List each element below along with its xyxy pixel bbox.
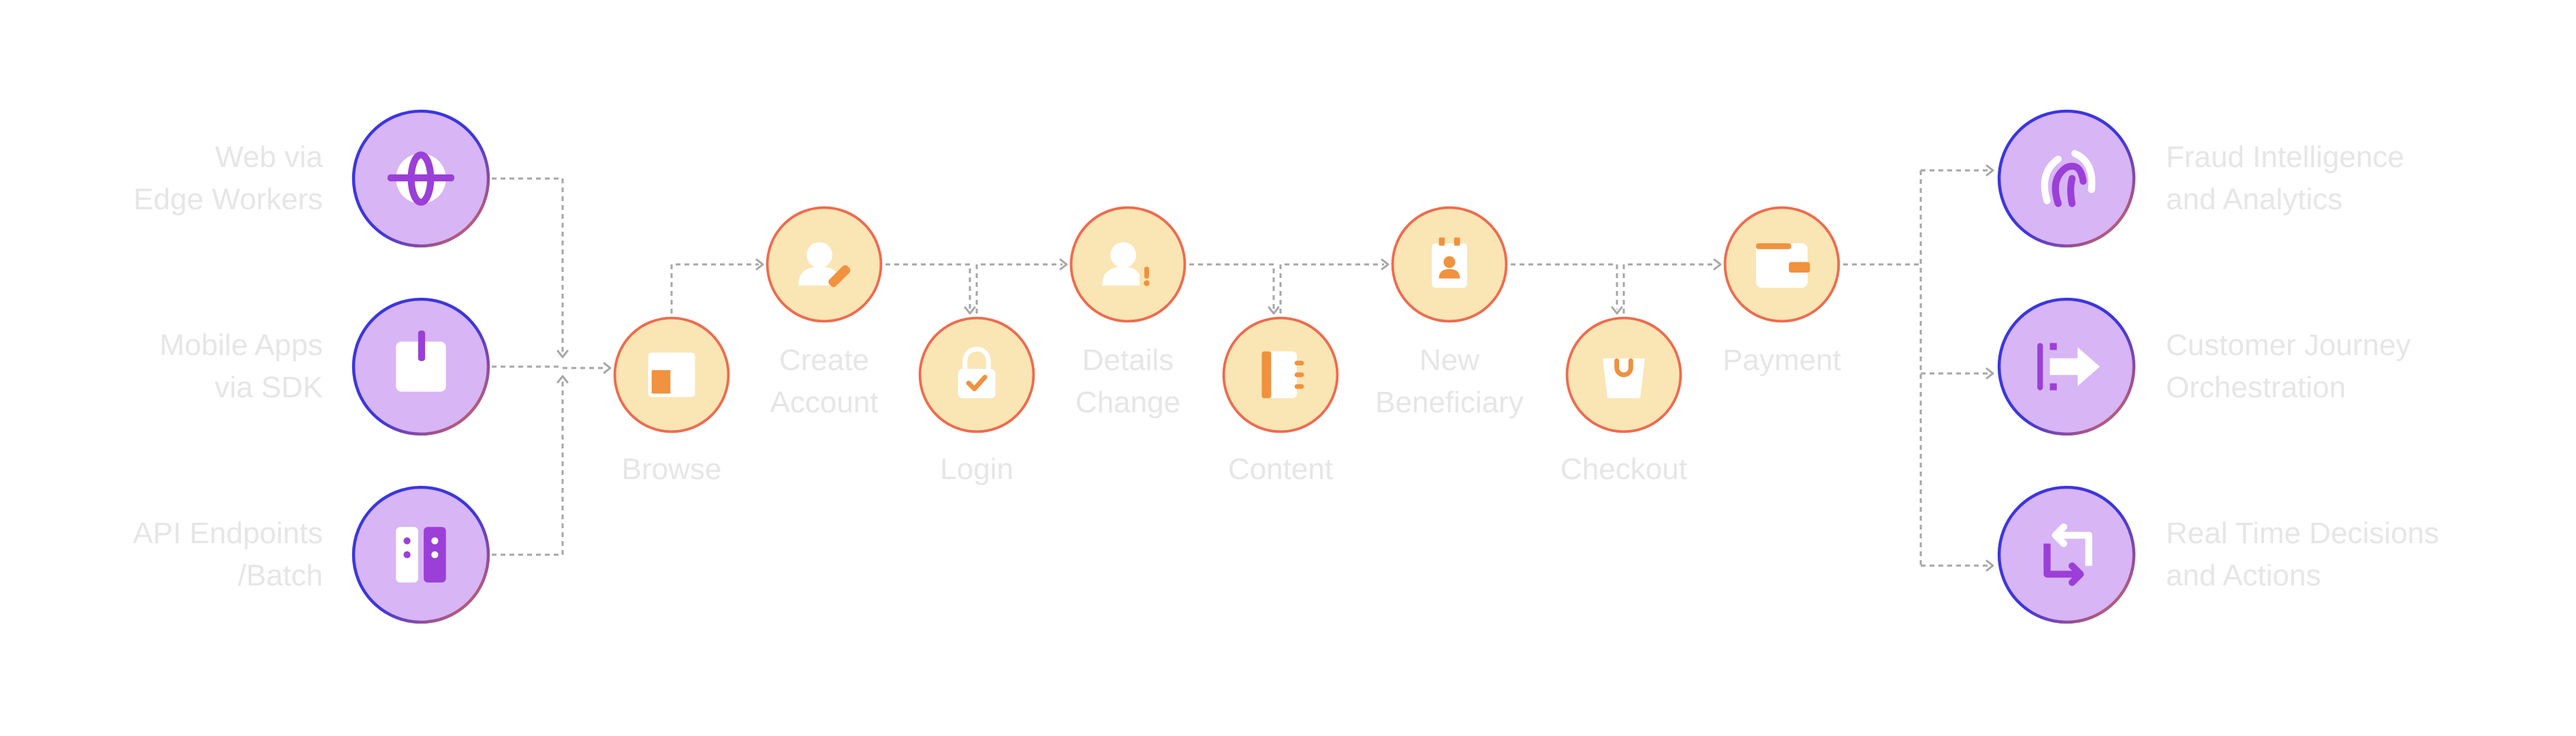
- label-decisions: Real Time Decisions and Actions: [2166, 512, 2439, 597]
- label-fraud: Fraud Intelligence and Analytics: [2166, 136, 2404, 221]
- label-line: Real Time Decisions: [2166, 517, 2440, 550]
- connector-step: [670, 263, 759, 313]
- label-line: API Endpoints: [133, 517, 323, 550]
- label-line: Payment: [1723, 343, 1841, 377]
- label-line: via SDK: [215, 371, 323, 404]
- connector-web: [492, 177, 564, 354]
- arrow-head: [556, 350, 569, 358]
- node-login: [918, 316, 1035, 433]
- connector-step: [1279, 263, 1384, 313]
- node-decisions: [1997, 485, 2136, 624]
- label-payment: Payment: [1577, 339, 1986, 382]
- label-line: New: [1419, 343, 1480, 377]
- user-alert-icon: [1102, 242, 1150, 286]
- connector-step: [975, 263, 1063, 313]
- arrow-head: [755, 258, 764, 271]
- connector-step: [1189, 263, 1275, 309]
- repeat-icon: [2043, 523, 2092, 586]
- package-icon: [396, 330, 446, 392]
- globe-icon: [388, 151, 454, 206]
- node-details-change: [1069, 206, 1187, 323]
- id-badge-icon: [1432, 237, 1467, 288]
- label-line: Edge Workers: [133, 183, 323, 216]
- shopping-bag-icon: [1603, 358, 1645, 399]
- label-line: /Batch: [238, 559, 323, 592]
- label-line: Account: [770, 386, 879, 419]
- arrow-head: [1268, 306, 1280, 315]
- fingerprint-icon: [2041, 150, 2096, 207]
- node-content: [1222, 316, 1339, 433]
- label-line: Fraud Intelligence: [2166, 140, 2404, 174]
- arrow-head: [1985, 367, 1994, 380]
- label-line: Web via: [215, 140, 323, 174]
- node-journey-orch: [1997, 297, 2136, 436]
- layout-icon: [648, 352, 695, 397]
- label-login: Login: [772, 448, 1181, 491]
- label-line: Orchestration: [2166, 371, 2346, 404]
- arrow-head: [603, 362, 612, 374]
- label-mobile: Mobile Apps via SDK: [159, 324, 323, 409]
- node-create-account: [766, 206, 883, 323]
- label-line: Login: [940, 453, 1014, 486]
- lock-check-icon: [958, 346, 996, 399]
- node-fraud: [1997, 109, 2136, 248]
- arrow-head: [1059, 258, 1068, 271]
- arrow-head: [556, 375, 569, 384]
- label-line: Create: [779, 343, 870, 377]
- server-icon: [396, 527, 446, 583]
- node-mobile: [351, 297, 490, 436]
- connector-step: [1622, 263, 1716, 313]
- label-browse: Browse: [467, 448, 876, 491]
- label-api: API Endpoints/Batch: [133, 512, 323, 597]
- arrow-head: [1611, 306, 1623, 315]
- label-line: Customer Journey: [2166, 328, 2411, 362]
- label-line: Checkout: [1560, 453, 1687, 486]
- label-line: Browse: [621, 453, 722, 486]
- label-line: Beneficiary: [1375, 386, 1524, 419]
- connector-api: [492, 379, 564, 556]
- arrow-head: [964, 306, 976, 315]
- user-edit-icon: [798, 242, 851, 288]
- label-line: and Analytics: [2166, 183, 2343, 216]
- connector-step: [1511, 263, 1618, 309]
- connector-step: [885, 263, 971, 309]
- notebook-icon: [1261, 351, 1304, 399]
- node-api: [351, 485, 490, 624]
- wallet-icon: [1756, 243, 1810, 288]
- node-payment: [1723, 206, 1840, 323]
- label-line: and Actions: [2166, 559, 2321, 592]
- arrow-head: [1985, 164, 1994, 177]
- label-line: Content: [1227, 453, 1334, 486]
- label-line: Details: [1082, 343, 1174, 377]
- label-content: Content: [1076, 448, 1485, 491]
- route-arrow-icon: [2037, 343, 2100, 390]
- node-browse: [613, 316, 730, 433]
- node-checkout: [1565, 316, 1682, 433]
- node-web: [351, 109, 490, 248]
- arrow-head: [1713, 258, 1722, 271]
- label-checkout: Checkout: [1419, 448, 1828, 491]
- label-line: Mobile Apps: [159, 328, 323, 362]
- label-line: Change: [1075, 386, 1181, 419]
- arrow-head: [1381, 258, 1389, 271]
- arrow-head: [1985, 559, 1994, 572]
- node-new-beneficiary: [1391, 206, 1508, 323]
